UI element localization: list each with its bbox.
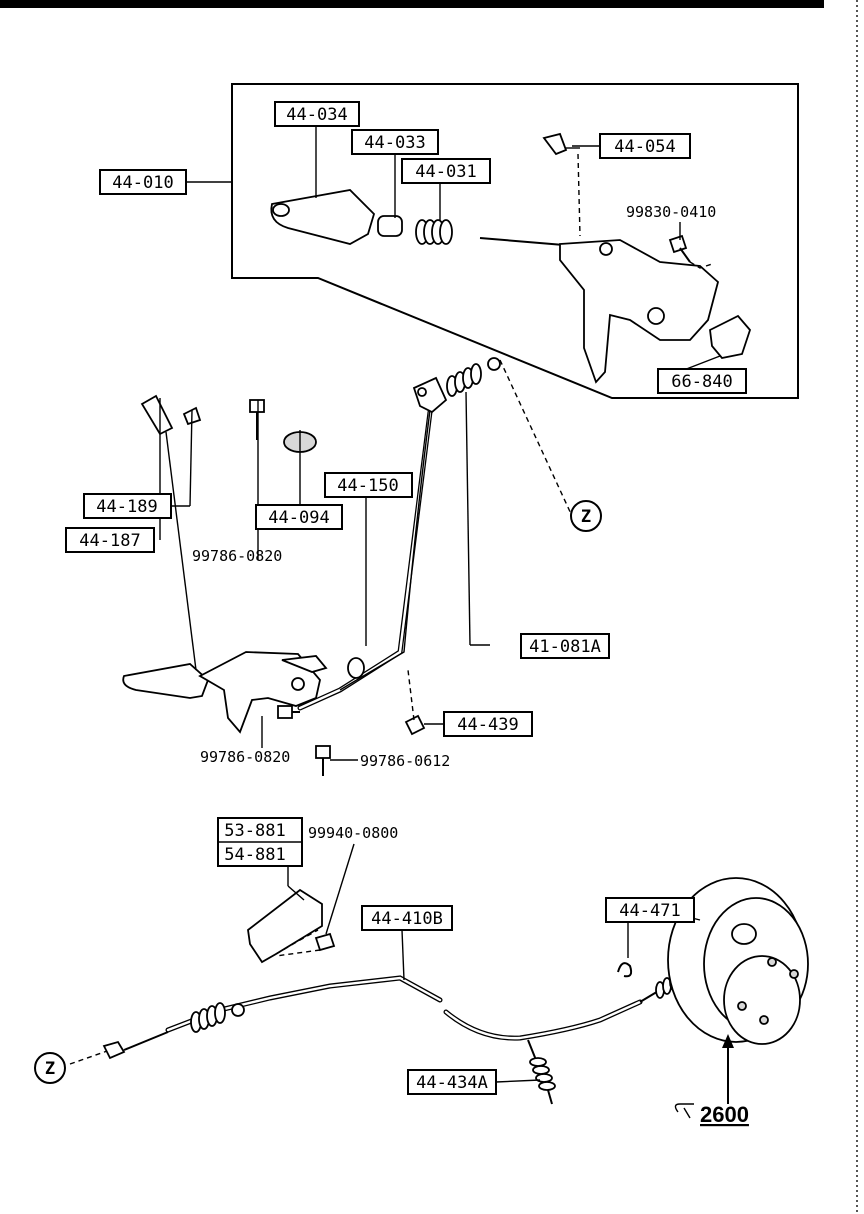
screw-dash-line <box>577 153 581 237</box>
cable-end-left-cap <box>102 1040 126 1060</box>
part-number-44-034: 44-034 <box>286 105 347 125</box>
clip-screw-shape <box>542 132 568 156</box>
part-number-66-840: 66-840 <box>671 372 732 392</box>
part-number-44-010: 44-010 <box>112 173 173 193</box>
spring-shape <box>415 219 453 245</box>
z-marker-top-label: Z <box>581 507 591 527</box>
bracket-hole <box>599 242 613 256</box>
part-number-44-410B: 44-410B <box>371 909 443 929</box>
small-lever-grip-shape <box>122 663 210 699</box>
z-top-dash-line <box>499 359 573 517</box>
bolt-lower-head <box>277 705 293 719</box>
label-box-44-094 <box>255 504 343 530</box>
part-number-53-881: 53-881 <box>224 821 285 841</box>
cable-end-spring-434A <box>529 1057 556 1091</box>
part-number-54-881: 54-881 <box>224 845 285 865</box>
parking-switch-shape <box>709 314 752 359</box>
bolt-upper-head <box>249 399 265 413</box>
bolt-0612-head <box>315 745 331 759</box>
cable-mount-bracket-shape <box>247 888 323 964</box>
label-box-66-840 <box>657 368 747 394</box>
retaining-clip-44-471 <box>617 962 633 978</box>
part-number-44-054: 44-054 <box>614 137 675 157</box>
brake-hub <box>723 955 801 1045</box>
part-number-44-189: 44-189 <box>96 497 157 517</box>
part-number-41-081A: 41-081A <box>529 637 601 657</box>
part-number-99786-0820-upper: 99786-0820 <box>192 547 282 565</box>
equalizer-shape <box>412 376 448 414</box>
reference-arrow <box>722 1034 734 1048</box>
label-box-44-187 <box>65 527 155 553</box>
lever-bracket-shape <box>559 239 720 384</box>
cable-end-spring-left <box>190 1002 226 1033</box>
part-number-44-094: 44-094 <box>268 508 329 528</box>
small-lever-bracket-shape <box>198 651 321 734</box>
front-cable-group: Z 44-189 44-187 44-150 44-094 99786-0820… <box>65 357 610 776</box>
label-box-44-471 <box>605 897 695 923</box>
part-number-44-471: 44-471 <box>619 901 680 921</box>
label-box-44-054 <box>599 133 691 159</box>
z-marker-bottom-label: Z <box>45 1059 55 1079</box>
label-box-44-189 <box>83 493 172 519</box>
label-box-44-034 <box>274 101 360 127</box>
label-box-44-434A <box>407 1069 497 1095</box>
part-number-44-187: 44-187 <box>79 531 140 551</box>
cable-bracket-shape <box>404 714 426 736</box>
lever-assembly-group: 44-034 44-033 44-031 44-010 44-054 99830… <box>99 83 799 399</box>
reference-pointer-icon <box>674 1103 694 1113</box>
part-number-44-150: 44-150 <box>337 476 398 496</box>
part-number-99830-0410: 99830-0410 <box>626 203 716 221</box>
part-number-99786-0612: 99786-0612 <box>360 752 450 770</box>
nut-shape <box>314 932 336 952</box>
bolt-shape <box>668 234 688 254</box>
bracket-pivot <box>647 307 665 325</box>
reference-number-2600[interactable]: 2600 <box>700 1102 749 1127</box>
label-box-44-031 <box>401 158 491 184</box>
grip-end-cap <box>272 203 290 217</box>
see-reference[interactable]: 2600 <box>674 1102 749 1127</box>
return-spring-shape <box>446 363 482 397</box>
label-box-44-033 <box>351 129 439 155</box>
top-border-bar <box>0 0 824 8</box>
label-box-44-439 <box>443 711 533 737</box>
cable-grommet <box>347 657 365 679</box>
part-number-44-031: 44-031 <box>415 162 476 182</box>
label-box-44-150 <box>324 472 413 498</box>
part-number-99940-0800: 99940-0800 <box>308 824 398 842</box>
label-box-44-410B <box>361 905 453 931</box>
part-number-44-033: 44-033 <box>364 133 425 153</box>
lever-grip-shape <box>270 189 376 245</box>
adjuster-nut-shape <box>140 394 174 436</box>
z-marker-bottom <box>34 1052 66 1084</box>
assembly-frame <box>231 83 799 399</box>
part-number-99786-0820-lower: 99786-0820 <box>200 748 290 766</box>
release-button-shape <box>377 215 403 237</box>
part-number-44-439: 44-439 <box>457 715 518 735</box>
label-box-41-081A <box>520 633 610 659</box>
rear-cable-right <box>443 999 643 1041</box>
label-box-44-010 <box>99 169 187 195</box>
part-number-44-434A: 44-434A <box>416 1073 488 1093</box>
z-marker-top <box>570 500 602 532</box>
rear-cable-group: Z <box>34 817 809 1127</box>
